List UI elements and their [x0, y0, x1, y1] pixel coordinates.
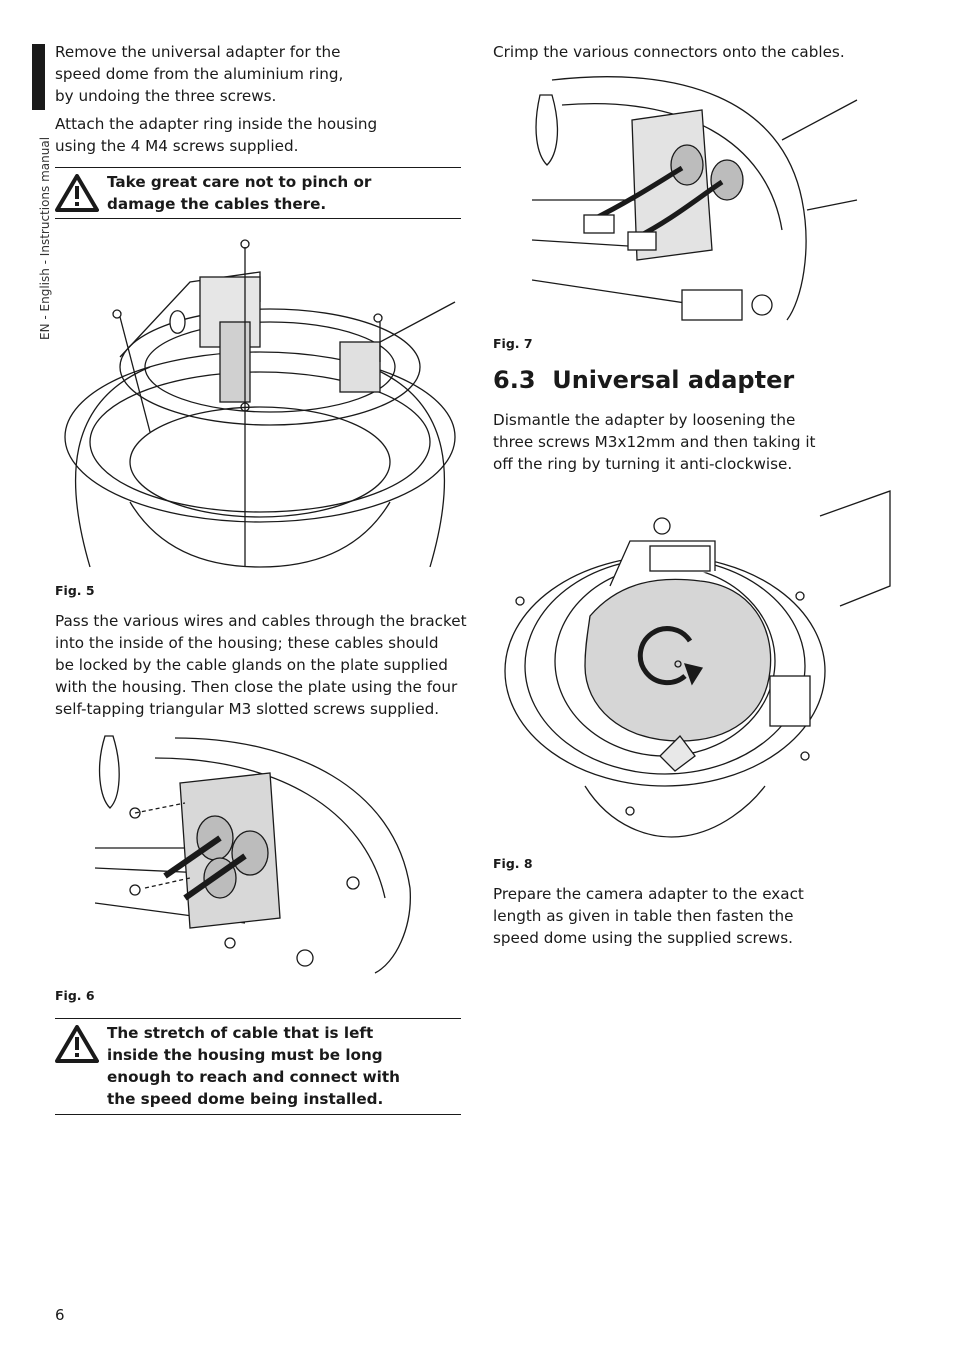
paragraph-dismantle-adapter: Dismantle the adapter by loosening the t… [493, 411, 816, 473]
page-number: 6 [55, 1306, 65, 1324]
warning-triangle-icon [55, 174, 99, 216]
warning-text-cable-length: The stretch of cable that is left inside… [107, 1024, 400, 1108]
paragraph-prepare-camera-adapter: Prepare the camera adapter to the exact … [493, 885, 804, 947]
paragraph-crimp-connectors: Crimp the various connectors onto the ca… [493, 43, 845, 61]
paragraph-attach-ring: Attach the adapter ring inside the housi… [55, 115, 378, 155]
section-heading-universal-adapter: 6.3 Universal adapter [493, 366, 795, 394]
figure-8-illustration [500, 486, 892, 846]
figure-5-illustration [60, 232, 460, 572]
side-tab-marker [32, 44, 45, 110]
figure-8-label: Fig. 8 [493, 856, 533, 871]
paragraph-pass-cables: Pass the various wires and cables throug… [55, 612, 467, 718]
figure-6-illustration [95, 728, 415, 974]
warning-triangle-icon-2 [55, 1025, 99, 1067]
warning-text-pinch: Take great care not to pinch or damage t… [107, 173, 372, 213]
figure-5-label: Fig. 5 [55, 583, 95, 598]
figure-7-illustration [532, 70, 862, 322]
figure-7-label: Fig. 7 [493, 336, 533, 351]
warning-box-pinch: Take great care not to pinch or damage t… [55, 167, 461, 219]
sidebar-label: EN - English - Instructions manual [38, 136, 52, 340]
figure-6-label: Fig. 6 [55, 988, 95, 1003]
warning-box-cable-length: The stretch of cable that is left inside… [55, 1018, 461, 1115]
paragraph-remove-adapter: Remove the universal adapter for the spe… [55, 43, 344, 105]
